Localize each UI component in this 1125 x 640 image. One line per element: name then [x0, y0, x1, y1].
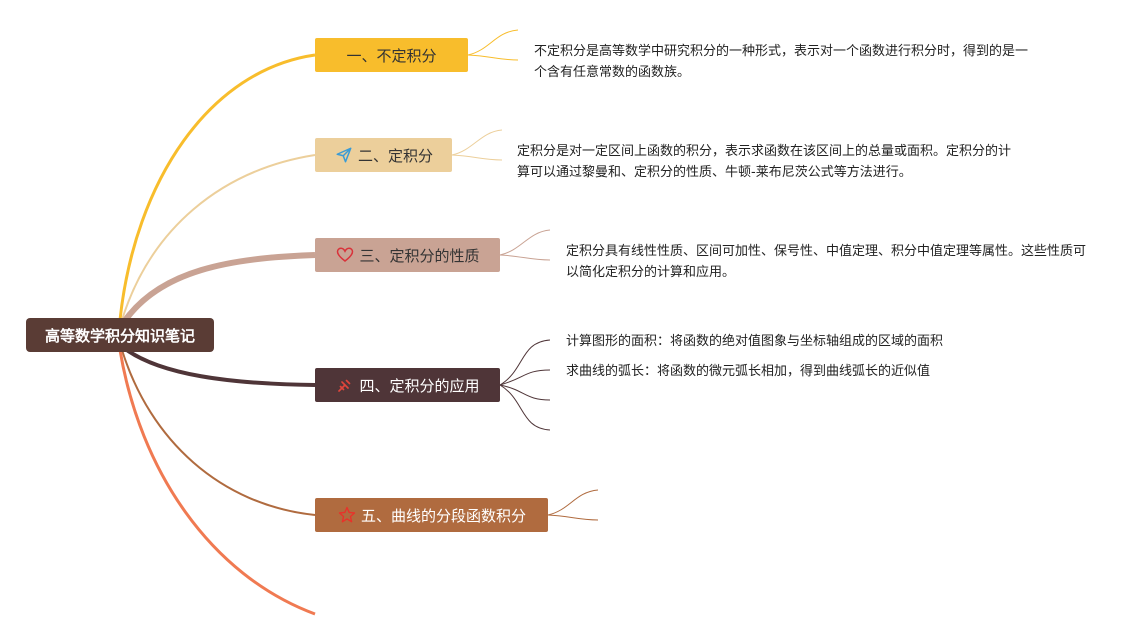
- leaf-link-2b: [451, 154, 503, 161]
- branch-label-4: 四、定积分的应用: [359, 376, 480, 395]
- paper-plane-icon: [334, 145, 354, 165]
- tools-icon: [335, 375, 355, 395]
- link-branch-2: [121, 154, 316, 321]
- link-branch-1: [118, 53, 316, 321]
- leaf-link-5a: [547, 489, 599, 516]
- branch-node-4[interactable]: 四、定积分的应用: [315, 368, 500, 402]
- leaf-link-4b: [499, 369, 551, 386]
- note-branch-2: 定积分是对一定区间上函数的积分，表示求函数在该区间上的总量或面积。定积分的计算可…: [517, 144, 1012, 180]
- heart-icon: [335, 245, 355, 265]
- leaf-link-1: [467, 29, 519, 56]
- leaf-link-2: [451, 129, 503, 156]
- branch-label-5: 五、曲线的分段函数积分: [360, 506, 526, 525]
- leaf-link-4c: [499, 384, 551, 401]
- branch-label-3: 三、定积分的性质: [359, 246, 480, 265]
- branch-node-1[interactable]: 一、不定积分: [315, 38, 468, 72]
- leaf-link-1b: [467, 54, 519, 61]
- leaf-link-3b: [499, 254, 551, 261]
- link-branch-4: [122, 346, 316, 387]
- note-branch-4-b: 求曲线的弧长：将函数的微元弧长相加，得到曲线弧长的近似值: [566, 364, 931, 379]
- branch-label-1: 一、不定积分: [346, 46, 437, 65]
- note-branch-4-a: 计算图形的面积：将函数的绝对值图象与坐标轴组成的区域的面积: [566, 334, 944, 349]
- branch-label-2: 二、定积分: [357, 146, 433, 165]
- leaf-link-5b: [547, 514, 599, 521]
- leaf-link-3: [499, 229, 551, 256]
- link-branch-3: [121, 252, 316, 324]
- note-branch-3: 定积分具有线性性质、区间可加性、保号性、中值定理、积分中值定理等属性。这些性质可…: [566, 244, 1087, 280]
- note-branch-1: 不定积分是高等数学中研究积分的一种形式，表示对一个函数进行积分时，得到的是一个含…: [534, 44, 1029, 80]
- branch-node-2[interactable]: 二、定积分: [315, 138, 452, 172]
- root-node[interactable]: 高等数学积分知识笔记: [26, 318, 214, 352]
- root-node-label: 高等数学积分知识笔记: [44, 326, 195, 345]
- leaf-link-4d: [499, 384, 551, 431]
- link-extra-curve: [118, 349, 316, 616]
- branch-node-5[interactable]: 五、曲线的分段函数积分: [315, 498, 548, 532]
- leaf-link-4a: [499, 339, 551, 386]
- link-branch-5: [121, 349, 316, 516]
- star-icon: [337, 505, 357, 525]
- branch-node-3[interactable]: 三、定积分的性质: [315, 238, 500, 272]
